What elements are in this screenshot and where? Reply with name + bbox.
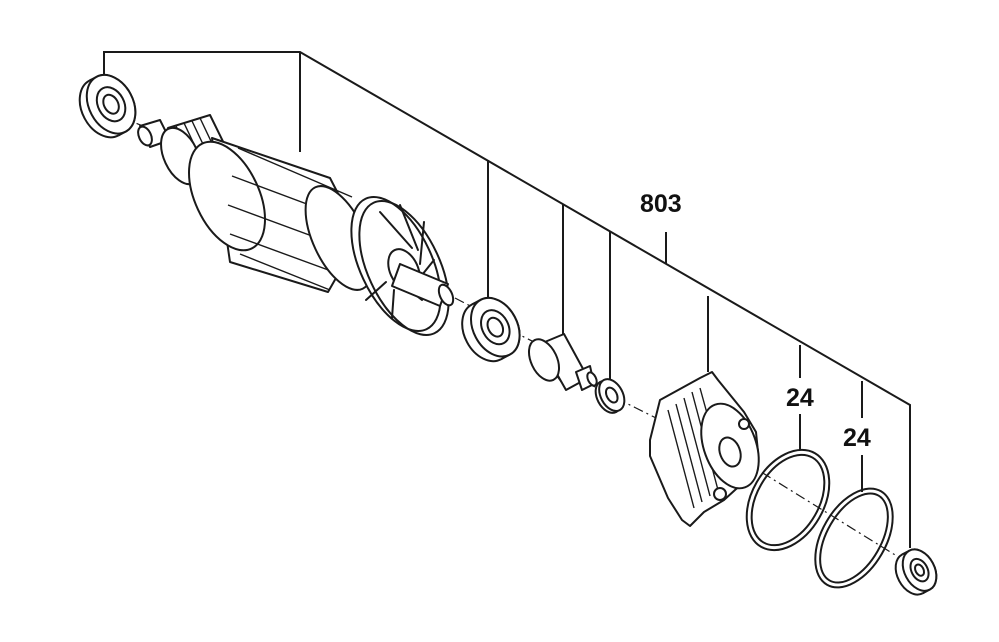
callout-24-first: 24 <box>786 384 814 412</box>
callout-24-second: 24 <box>843 424 871 452</box>
bearing-flange <box>649 371 760 527</box>
leader-lines <box>103 51 911 548</box>
o-ring-first <box>745 448 831 552</box>
left-ball-bearing <box>78 73 137 139</box>
bearing-sleeve <box>527 333 598 391</box>
middle-ball-bearing <box>461 296 521 363</box>
armature <box>137 114 455 337</box>
right-ball-bearing <box>894 548 938 596</box>
callout-803: 803 <box>640 190 682 218</box>
o-ring-second <box>814 487 894 589</box>
washer <box>594 378 626 414</box>
